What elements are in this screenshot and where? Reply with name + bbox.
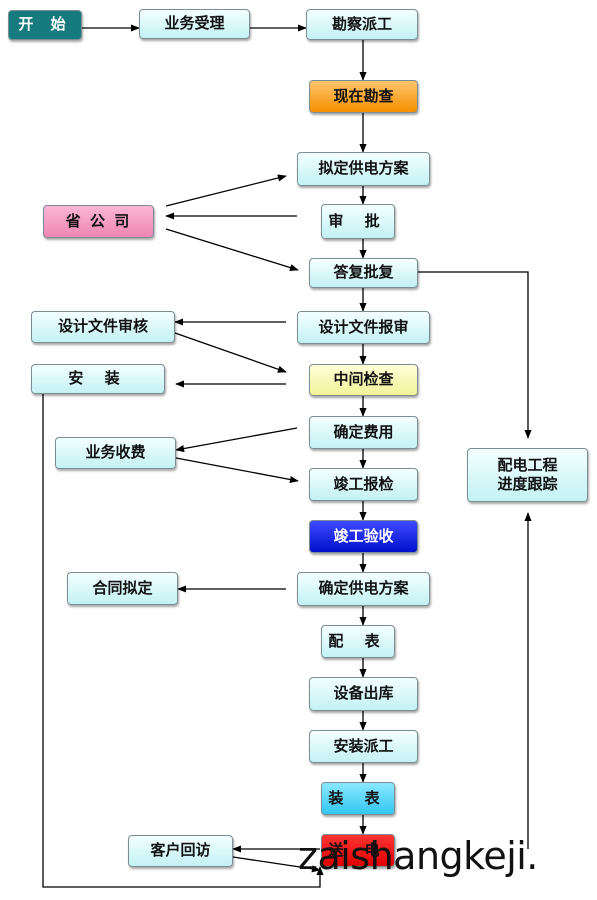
- start-node[interactable]: 开 始: [8, 10, 82, 40]
- watermark-text: zaishangkeji.: [298, 834, 538, 878]
- confirm-supply-plan-node[interactable]: 确定供电方案: [297, 572, 430, 606]
- distribution-progress-line2: 进度跟踪: [497, 475, 558, 493]
- meter-install-node[interactable]: 装 表: [321, 782, 395, 815]
- survey-dispatch-node[interactable]: 勘察派工: [306, 9, 418, 40]
- onsite-survey-node[interactable]: 现在勘查: [309, 80, 418, 113]
- distribution-progress-node[interactable]: 配电工程 进度跟踪: [467, 448, 588, 502]
- arrow-install-to-power-on: [42, 394, 324, 888]
- arrow-provincial-to-reply: [165, 228, 299, 272]
- arrow-visit-to-power-on: [232, 856, 321, 873]
- power-on-node[interactable]: 送 电: [321, 834, 395, 867]
- design-doc-submit-node[interactable]: 设计文件报审: [297, 311, 430, 344]
- customer-visit-node[interactable]: 客户回访: [128, 835, 233, 867]
- confirm-fees-node[interactable]: 确定费用: [309, 416, 418, 449]
- arrow-reply-to-progress: [418, 271, 532, 439]
- install-node[interactable]: 安 装: [31, 364, 165, 394]
- arrow-provincial-to-draft: [165, 174, 287, 207]
- design-doc-review-node[interactable]: 设计文件审核: [31, 311, 175, 343]
- draft-supply-plan-node[interactable]: 拟定供电方案: [297, 152, 430, 186]
- business-acceptance-node[interactable]: 业务受理: [139, 9, 250, 39]
- distribution-progress-line1: 配电工程: [497, 455, 558, 474]
- approval-node[interactable]: 审 批: [321, 204, 395, 239]
- arrow-fees-to-charge: [175, 427, 298, 453]
- completion-report-node[interactable]: 竣工报检: [309, 468, 418, 501]
- meter-assign-node[interactable]: 配 表: [321, 625, 395, 658]
- contract-draft-node[interactable]: 合同拟定: [67, 572, 178, 605]
- provincial-company-node[interactable]: 省 公 司: [43, 205, 154, 238]
- arrow-review-to-midterm: [174, 332, 287, 373]
- equipment-outbound-node[interactable]: 设备出库: [309, 677, 418, 711]
- reply-approval-node[interactable]: 答复批复: [309, 258, 418, 288]
- install-dispatch-node[interactable]: 安装派工: [309, 730, 418, 763]
- business-charge-node[interactable]: 业务收费: [55, 437, 176, 469]
- midterm-inspection-node[interactable]: 中间检查: [309, 364, 418, 396]
- completion-acceptance-node[interactable]: 竣工验收: [309, 520, 418, 553]
- arrow-charge-to-completion-report: [175, 457, 299, 484]
